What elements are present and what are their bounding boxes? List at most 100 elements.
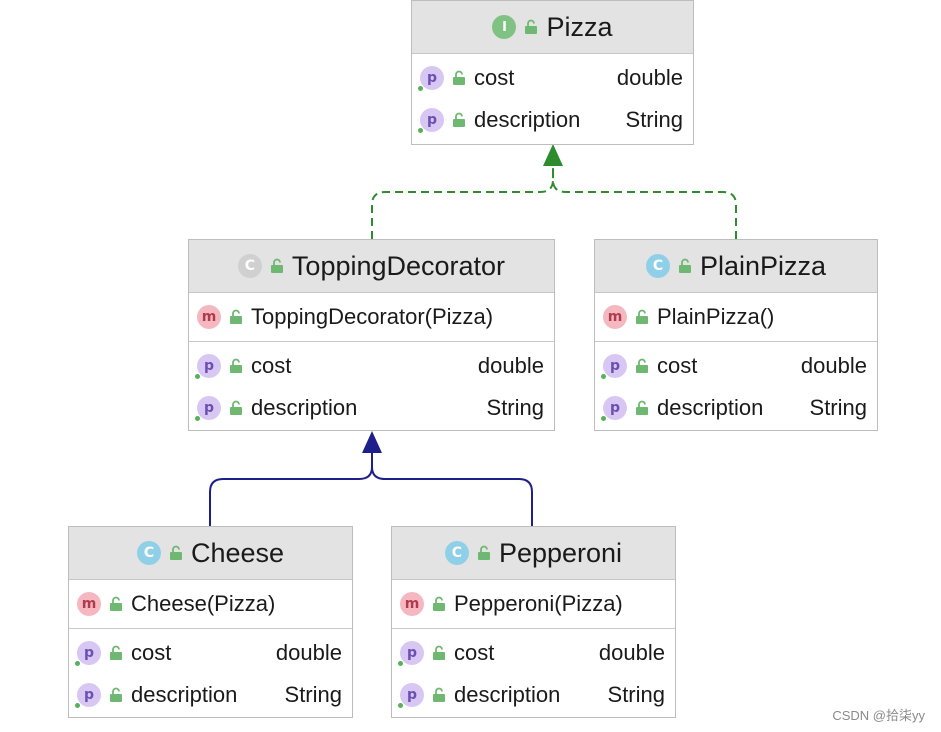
method-icon: m [603, 305, 627, 329]
property-icon: p [75, 641, 101, 666]
node-pepperoni[interactable]: C Pepperoni m Pepperoni(Pizza) p cost do… [391, 526, 676, 718]
field-row: p description String [412, 99, 693, 141]
inheritance-arrowhead [362, 431, 382, 453]
property-icon: p [195, 396, 221, 421]
realization-arrowhead [543, 144, 563, 166]
unlocked-icon [230, 309, 242, 324]
fields-section: p cost double p description String [189, 341, 554, 432]
unlocked-icon [270, 258, 283, 273]
unlocked-icon [110, 687, 122, 702]
method-icon: m [77, 592, 101, 616]
method-row: m ToppingDecorator(Pizza) [189, 296, 554, 338]
field-type: double [616, 65, 683, 90]
field-row: p cost double [392, 632, 675, 674]
class-icon: C [444, 541, 469, 565]
methods-section: m ToppingDecorator(Pizza) [189, 293, 554, 341]
abstract-class-icon: C [237, 254, 262, 278]
field-type: String [486, 395, 544, 420]
node-title: ToppingDecorator [291, 250, 506, 281]
property-icon: p [398, 683, 424, 708]
unlocked-icon [433, 596, 445, 611]
node-header: C Cheese [69, 527, 352, 580]
field-row: p description String [392, 674, 675, 716]
class-icon: C [645, 254, 670, 278]
property-icon: p [418, 66, 444, 91]
fields-section: p cost double p description String [412, 54, 693, 144]
node-pizza[interactable]: I Pizza p cost double p description Stri… [411, 0, 694, 145]
node-topping-decorator[interactable]: C ToppingDecorator m ToppingDecorator(Pi… [188, 239, 555, 431]
field-row: p cost double [189, 345, 554, 387]
property-icon: p [398, 641, 424, 666]
unlocked-icon [525, 19, 538, 34]
field-row: p description String [189, 387, 554, 429]
field-name: description [454, 682, 561, 707]
node-header: C Pepperoni [392, 527, 675, 580]
node-header: C PlainPizza [595, 240, 877, 293]
unlocked-icon [636, 358, 648, 373]
field-name: cost [251, 353, 292, 378]
field-name: description [251, 395, 358, 420]
unlocked-icon [453, 112, 465, 127]
field-row: p cost double [69, 632, 352, 674]
node-header: C ToppingDecorator [189, 240, 554, 293]
fields-section: p cost double p description String [595, 341, 877, 432]
field-name: description [131, 682, 238, 707]
field-row: p description String [69, 674, 352, 716]
property-icon: p [601, 354, 627, 379]
method-icon: m [400, 592, 424, 616]
interface-icon: I [492, 15, 517, 39]
field-row: p cost double [595, 345, 877, 387]
field-row: p description String [595, 387, 877, 429]
node-title: Pizza [546, 11, 613, 42]
method-row: m Cheese(Pizza) [69, 583, 352, 625]
field-name: cost [454, 640, 495, 665]
field-name: cost [657, 353, 698, 378]
field-type: String [284, 682, 342, 707]
property-icon: p [601, 396, 627, 421]
method-row: m PlainPizza() [595, 296, 877, 338]
unlocked-icon [433, 687, 445, 702]
unlocked-icon [110, 645, 122, 660]
edge-cheese-extends-topping-decorator [209, 453, 373, 526]
field-type: double [598, 640, 665, 665]
fields-section: p cost double p description String [69, 628, 352, 719]
unlocked-icon [453, 70, 465, 85]
fields-section: p cost double p description String [392, 628, 675, 719]
node-header: I Pizza [412, 1, 693, 54]
method-name: PlainPizza() [657, 304, 775, 329]
unlocked-icon [110, 596, 122, 611]
method-row: m Pepperoni(Pizza) [392, 583, 675, 625]
field-name: cost [474, 65, 515, 90]
methods-section: m Pepperoni(Pizza) [392, 580, 675, 628]
field-name: cost [131, 640, 172, 665]
property-icon: p [75, 683, 101, 708]
node-title: Pepperoni [498, 537, 623, 568]
field-type: double [477, 353, 544, 378]
field-type: double [275, 640, 342, 665]
unlocked-icon [678, 258, 691, 273]
property-icon: p [195, 354, 221, 379]
method-icon: m [197, 305, 221, 329]
field-row: p cost double [412, 57, 693, 99]
unlocked-icon [636, 309, 648, 324]
node-plain-pizza[interactable]: C PlainPizza m PlainPizza() p cost doubl… [594, 239, 878, 431]
methods-section: m PlainPizza() [595, 293, 877, 341]
edge-topping-decorator-implements-pizza [371, 166, 554, 239]
field-name: description [474, 107, 581, 132]
method-name: Cheese(Pizza) [131, 591, 276, 616]
method-name: Pepperoni(Pizza) [454, 591, 623, 616]
field-type: String [607, 682, 665, 707]
method-name: ToppingDecorator(Pizza) [251, 304, 494, 329]
watermark: CSDN @拾柒yy [832, 708, 925, 723]
unlocked-icon [433, 645, 445, 660]
edge-plain-pizza-implements-pizza [552, 166, 737, 239]
class-icon: C [136, 541, 161, 565]
node-title: Cheese [190, 537, 285, 568]
unlocked-icon [636, 400, 648, 415]
methods-section: m Cheese(Pizza) [69, 580, 352, 628]
field-type: double [800, 353, 867, 378]
field-type: String [809, 395, 867, 420]
node-cheese[interactable]: C Cheese m Cheese(Pizza) p cost double p… [68, 526, 353, 718]
field-name: description [657, 395, 764, 420]
